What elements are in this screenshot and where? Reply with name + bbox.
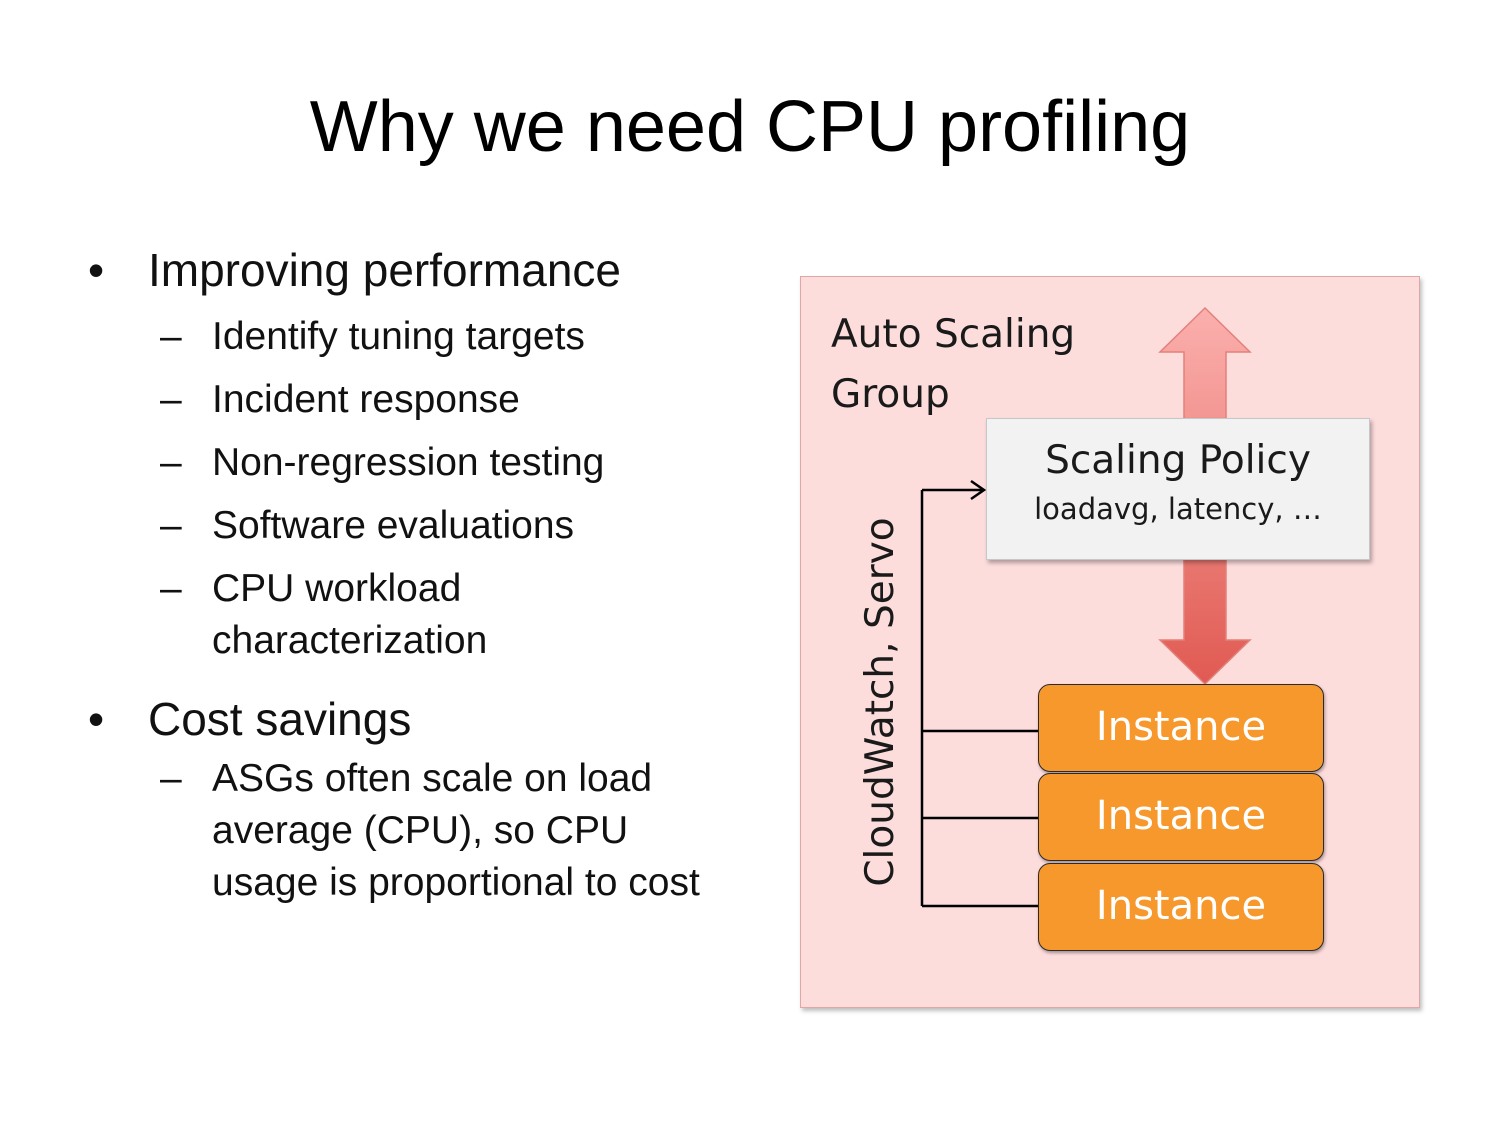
arrow-head-icon xyxy=(970,479,987,501)
scaling-policy-box: Scaling Policy loadavg, latency, … xyxy=(986,418,1370,560)
sub-bullet-text: Non-regression testing xyxy=(212,441,605,484)
dash-marker: – xyxy=(160,378,182,421)
bullet-text: Improving performance xyxy=(148,244,621,296)
instance-box: Instance xyxy=(1038,684,1324,772)
dash-marker: – xyxy=(160,504,182,547)
bullet-dot: • xyxy=(88,244,105,296)
sub-bullet-text: ASGs often scale on load average (CPU), … xyxy=(212,757,700,904)
sub-bullet: –CPU workload characterization xyxy=(88,563,788,667)
sub-bullet: –Software evaluations xyxy=(88,500,788,552)
instance-box: Instance xyxy=(1038,773,1324,861)
auto-scaling-group-label: Auto Scaling Group xyxy=(831,312,1076,417)
scaling-policy-metrics: loadavg, latency, … xyxy=(1034,492,1322,526)
monitoring-label: CloudWatch, Servo xyxy=(858,517,903,887)
bullet-list: • Improving performance –Identify tuning… xyxy=(88,240,788,909)
slide-title: Why we need CPU profiling xyxy=(309,87,1191,167)
dash-marker: – xyxy=(160,315,182,358)
bullet-cost-savings: • Cost savings xyxy=(88,689,788,749)
sub-bullet-text: Software evaluations xyxy=(212,504,575,547)
sub-bullet-text: CPU workload characterization xyxy=(212,567,488,662)
dash-marker: – xyxy=(160,757,182,800)
sub-bullet: –Non-regression testing xyxy=(88,437,788,489)
instance-box: Instance xyxy=(1038,863,1324,951)
sub-bullet: –Identify tuning targets xyxy=(88,311,788,363)
bullet-improving-performance: • Improving performance xyxy=(88,240,788,300)
dash-marker: – xyxy=(160,441,182,484)
scaling-policy-title: Scaling Policy xyxy=(1045,438,1311,483)
sub-bullet-text: Identify tuning targets xyxy=(212,315,585,358)
sub-bullet: –Incident response xyxy=(88,374,788,426)
dash-marker: – xyxy=(160,567,182,610)
bullet-text: Cost savings xyxy=(148,693,412,745)
sub-bullet-text: Incident response xyxy=(212,378,520,421)
sub-bullet: –ASGs often scale on load average (CPU),… xyxy=(88,753,788,909)
bullet-dot: • xyxy=(88,693,105,745)
